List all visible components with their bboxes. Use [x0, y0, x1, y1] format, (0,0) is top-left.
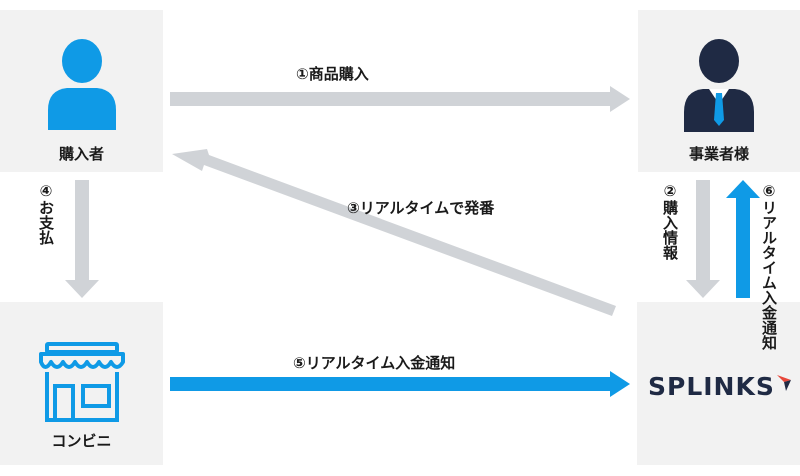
arrow-label-step5: ⑤リアルタイム入金通知 — [293, 354, 456, 372]
arrow-step2 — [686, 180, 720, 298]
arrow-step5 — [170, 371, 630, 397]
splinks-box: SPLINKS — [637, 302, 800, 465]
businessman-icon — [684, 39, 754, 132]
person-icon — [48, 39, 116, 130]
logo-arrow-icon — [777, 375, 791, 391]
buyer-box: 購入者 — [0, 10, 163, 172]
arrow-label-step2: ②購入情報 — [661, 182, 679, 260]
splinks-logo: SPLINKS — [648, 372, 775, 401]
arrow-step1 — [170, 86, 630, 112]
merchant-label: 事業者様 — [688, 145, 749, 163]
arrow-label-step1: ①商品購入 — [296, 65, 369, 83]
arrow-label-step4: ④お支払 — [37, 182, 55, 245]
arrow-step6 — [726, 180, 760, 298]
store-box: コンビニ — [0, 302, 163, 465]
arrow-step4 — [65, 180, 99, 298]
arrow-label-step3: ③リアルタイムで発番 — [347, 199, 495, 217]
buyer-label: 購入者 — [58, 145, 104, 163]
merchant-box: 事業者様 — [638, 10, 800, 172]
arrow-step3 — [172, 149, 616, 316]
arrow-label-step6: ⑥リアルタイム入金通知 — [760, 182, 778, 350]
store-icon — [39, 342, 125, 422]
store-label: コンビニ — [51, 432, 112, 450]
